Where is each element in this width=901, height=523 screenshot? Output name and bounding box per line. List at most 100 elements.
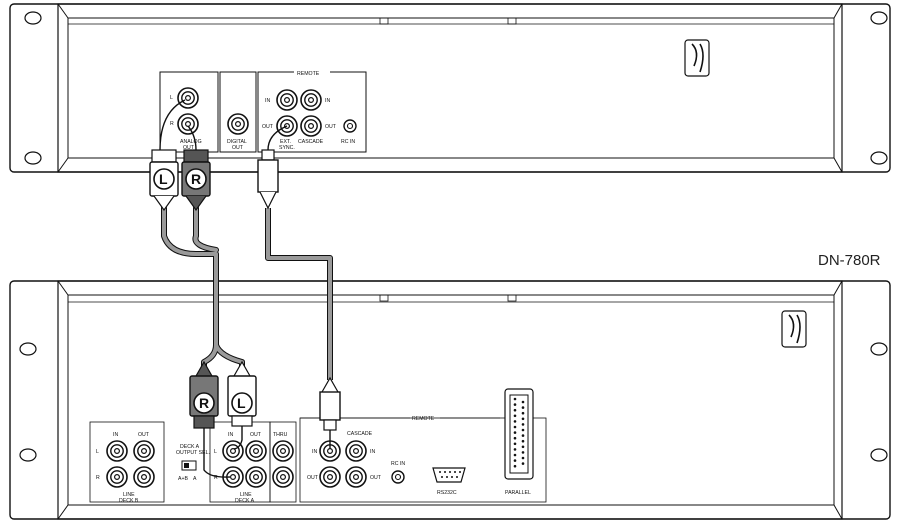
rca-plug-r-bottom: R	[189, 360, 231, 478]
plug-r-label-bottom: R	[199, 395, 209, 411]
rack-hole-icon	[870, 11, 888, 25]
deck-a-line-label: LINE	[240, 492, 252, 498]
plug-r-label-top: R	[191, 171, 201, 187]
parallel-pin	[521, 417, 525, 421]
top-digital-out-section: DIGITAL OUT	[219, 71, 257, 153]
output-sel-label-1: DECK A	[180, 444, 200, 450]
parallel-pin	[521, 428, 525, 432]
bottom-remote-out-jack-1[interactable]	[319, 466, 341, 488]
top-remote-in-left: IN	[265, 98, 270, 104]
deck-a-out-label: OUT	[250, 432, 262, 438]
rack-hole-icon	[870, 151, 888, 165]
deck-b-label: DECK B	[119, 498, 139, 504]
bottom-remote-in-jack-2[interactable]	[345, 440, 367, 462]
deck-a-r-label: R	[214, 475, 218, 481]
bottom-rc-in-label: RC IN	[391, 461, 405, 467]
parallel-pin	[513, 436, 517, 440]
rca-plug-l-top: L	[149, 99, 186, 212]
deck-a-out-r-jack[interactable]	[245, 466, 267, 488]
parallel-pin	[521, 445, 525, 449]
deck-a-label: DECK A	[235, 498, 255, 504]
deck-b-l-label: L	[96, 449, 99, 455]
parallel-pin	[513, 459, 517, 462]
rack-hole-icon	[24, 11, 42, 25]
top-remote-in-jack-2[interactable]	[300, 89, 322, 111]
deck-b-out-r-jack[interactable]	[133, 466, 155, 488]
digital-out-label-2: OUT	[232, 145, 244, 151]
remote-plug-bottom	[319, 376, 341, 449]
top-cascade-label: CASCADE	[298, 139, 324, 145]
analog-r-label: R	[170, 121, 174, 127]
parallel-pin	[513, 420, 517, 423]
rack-hole-icon	[24, 151, 42, 165]
parallel-pin	[521, 462, 525, 465]
model-label: DN-780R	[818, 252, 881, 269]
parallel-pin	[513, 425, 517, 429]
parallel-pin	[521, 434, 525, 437]
top-remote-in-jack-1[interactable]	[276, 89, 298, 111]
top-unit-rear-panel	[9, 3, 891, 173]
bottom-cascade-label: CASCADE	[347, 431, 373, 437]
rs232c-label: RS232C	[437, 490, 457, 496]
cord-clamp-icon	[684, 39, 710, 77]
thru-label: THRU	[273, 432, 288, 438]
parallel-pin	[521, 456, 525, 460]
plug-l-label-bottom: L	[237, 395, 246, 411]
top-remote-title: REMOTE	[297, 71, 320, 77]
parallel-label: PARALLEL	[505, 490, 531, 496]
output-sel-ab-label: A+B	[178, 476, 188, 482]
top-remote-out-left: OUT	[262, 124, 274, 130]
rack-hole-icon	[870, 448, 888, 462]
parallel-port[interactable]	[504, 388, 534, 480]
analog-l-label: L	[170, 95, 173, 101]
top-cascade-out-jack[interactable]	[300, 115, 322, 137]
bottom-remote-section: REMOTE CASCADE IN IN OUT OUT RC IN RS232…	[299, 388, 547, 503]
deck-b-out-l-jack[interactable]	[133, 440, 155, 462]
plug-l-label-top: L	[159, 171, 168, 187]
bottom-remote-out-right: OUT	[370, 475, 382, 481]
deck-a-output-select: DECK A OUTPUT SEL. A+B A	[176, 444, 210, 482]
parallel-pin	[513, 397, 517, 401]
top-rc-in-jack[interactable]	[343, 119, 357, 133]
parallel-pin	[513, 403, 517, 406]
top-analog-out-section: L R ANALOG OUT	[159, 71, 219, 153]
thru-section: THRU	[269, 421, 297, 503]
parallel-pin	[521, 406, 525, 409]
output-select-switch[interactable]	[181, 460, 197, 471]
analog-out-label-1: ANALOG	[180, 139, 202, 145]
bottom-remote-out-jack-2[interactable]	[345, 466, 367, 488]
deck-b-out-label: OUT	[138, 432, 150, 438]
deck-b-r-label: R	[96, 475, 100, 481]
parallel-pin	[513, 414, 517, 418]
analog-out-l-jack[interactable]	[177, 87, 199, 109]
digital-out-jack[interactable]	[227, 113, 249, 135]
deck-a-out-l-jack[interactable]	[245, 440, 267, 462]
analog-out-label-2: OUT	[183, 145, 195, 151]
top-remote-in-right: IN	[325, 98, 330, 104]
parallel-pin	[513, 464, 517, 468]
analog-out-r-jack[interactable]	[177, 113, 199, 135]
parallel-pin	[521, 400, 525, 404]
parallel-pin	[521, 439, 525, 443]
deck-b-in-r-jack[interactable]	[106, 466, 128, 488]
remote-plug-top	[257, 125, 288, 210]
bottom-rc-in-jack[interactable]	[391, 470, 405, 484]
deck-b-in-l-jack[interactable]	[106, 440, 128, 462]
deck-a-in-label: IN	[228, 432, 233, 438]
parallel-pin	[513, 431, 517, 434]
parallel-pin	[521, 451, 525, 454]
top-rc-in-label: RC IN	[341, 139, 355, 145]
deck-a-l-label: L	[214, 449, 217, 455]
bottom-remote-title: REMOTE	[412, 416, 435, 422]
rca-plug-r-top: R	[181, 125, 211, 212]
bottom-remote-in-right: IN	[370, 449, 375, 455]
thru-l-jack[interactable]	[272, 440, 294, 462]
remote-sync-cable	[265, 208, 333, 380]
rs232c-port[interactable]	[432, 467, 466, 483]
cord-clamp-icon	[781, 310, 807, 348]
thru-r-jack[interactable]	[272, 466, 294, 488]
digital-out-label-1: DIGITAL	[227, 139, 247, 145]
bottom-remote-in-left: IN	[312, 449, 317, 455]
output-sel-a-label: A	[193, 476, 197, 482]
